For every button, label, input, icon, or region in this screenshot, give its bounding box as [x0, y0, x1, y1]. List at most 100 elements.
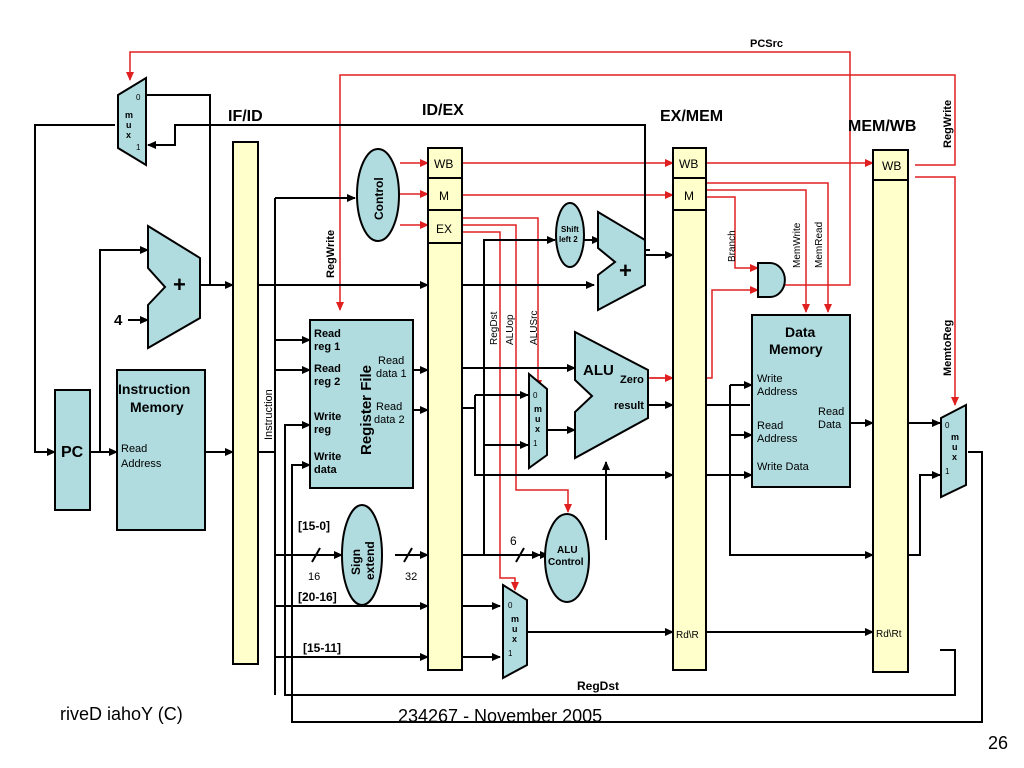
program-counter: PC — [54, 389, 91, 511]
label-idex: ID/EX — [422, 102, 464, 119]
label-regdst-vertical: RegDst — [489, 311, 500, 345]
idex-ex-field: EX — [436, 222, 452, 236]
footer-course: 234267 - November 2005 — [398, 706, 603, 726]
pc-adder: + — [147, 224, 201, 350]
svg-text:0: 0 — [945, 421, 950, 430]
alu-control: ALU Control — [544, 513, 590, 603]
svg-text:reg 2: reg 2 — [314, 376, 340, 388]
svg-text:0: 0 — [136, 93, 141, 102]
label-aluop-vertical: ALUop — [505, 314, 516, 345]
svg-text:x: x — [512, 634, 517, 644]
svg-text:Register File: Register File — [358, 365, 375, 455]
svg-text:u: u — [952, 442, 958, 452]
memwb-wb-field: WB — [882, 159, 901, 173]
control-wires — [126, 51, 959, 591]
alu: ALU Zero result — [574, 330, 649, 460]
page-number: 26 — [988, 733, 1009, 753]
svg-text:result: result — [614, 400, 644, 412]
bits-15-0: [15-0] — [298, 519, 330, 533]
label-alusrc-vertical: ALUSrc — [529, 311, 540, 345]
constant-four: 4 — [114, 312, 123, 329]
exmem-rd-field: Rd\R — [676, 630, 699, 641]
svg-text:x: x — [952, 452, 957, 462]
svg-text:Zero: Zero — [620, 374, 644, 386]
footer-copyright: riveD iahoY (C) — [60, 704, 183, 724]
svg-text:Data: Data — [818, 419, 842, 431]
branch-adder: + — [597, 210, 646, 312]
label-memread: MemRead — [814, 222, 825, 268]
regdst-mux: 0 m u x 1 — [502, 583, 528, 680]
svg-text:data 2: data 2 — [374, 414, 405, 426]
pc-mux: 0 m u x 1 — [117, 76, 147, 167]
svg-text:PC: PC — [61, 444, 84, 461]
label-branch: Branch — [727, 230, 738, 262]
svg-text:Read: Read — [757, 420, 783, 432]
label-memwb: MEM/WB — [848, 118, 916, 135]
svg-text:data: data — [314, 464, 338, 476]
svg-text:0: 0 — [508, 601, 513, 610]
svg-text:data 1: data 1 — [376, 368, 407, 380]
bits-15-11: [15-11] — [303, 641, 341, 655]
svg-text:u: u — [535, 414, 541, 424]
svg-text:left 2: left 2 — [559, 235, 578, 244]
width-32: 32 — [405, 571, 417, 583]
memtoreg-mux: 0 m u x 1 — [940, 403, 967, 499]
svg-text:1: 1 — [945, 467, 950, 476]
svg-text:Address: Address — [757, 433, 798, 445]
svg-text:Address: Address — [757, 386, 798, 398]
bits-20-16: [20-16] — [298, 590, 337, 604]
svg-text:reg 1: reg 1 — [314, 341, 340, 353]
svg-text:1: 1 — [136, 143, 141, 152]
label-instruction: Instruction — [263, 389, 275, 440]
svg-text:Memory: Memory — [769, 341, 823, 357]
svg-text:u: u — [126, 120, 132, 130]
svg-text:0: 0 — [533, 391, 538, 400]
svg-text:Read: Read — [314, 328, 341, 340]
exmem-wb-field: WB — [679, 157, 698, 171]
svg-text:1: 1 — [533, 439, 538, 448]
svg-text:m: m — [534, 404, 542, 414]
svg-text:Write: Write — [314, 411, 341, 423]
svg-text:Write: Write — [314, 451, 341, 463]
svg-text:Read: Read — [376, 401, 402, 413]
exmem-m-field: M — [684, 189, 694, 203]
svg-text:Read: Read — [818, 406, 844, 418]
control-unit: Control — [356, 148, 400, 242]
label-regdst-bottom: RegDst — [577, 679, 619, 693]
label-regwrite-vertical: RegWrite — [325, 230, 337, 278]
svg-text:Memory: Memory — [130, 399, 184, 415]
svg-text:+: + — [173, 272, 186, 297]
idex-m-field: M — [439, 189, 449, 203]
svg-text:1: 1 — [508, 649, 513, 658]
branch-and-gate — [757, 262, 786, 298]
label-memtoreg: MemtoReg — [942, 320, 954, 376]
svg-text:Read: Read — [121, 443, 147, 455]
register-file: Register File Read reg 1 Read reg 2 Writ… — [309, 319, 414, 489]
svg-text:Data: Data — [785, 324, 816, 340]
label-regwrite-top: RegWrite — [942, 100, 954, 148]
svg-text:Read: Read — [314, 363, 341, 375]
svg-text:reg: reg — [314, 424, 331, 436]
svg-text:Write: Write — [757, 373, 782, 385]
svg-text:ALU: ALU — [557, 545, 578, 556]
svg-text:Read: Read — [378, 355, 404, 367]
instruction-memory: Instruction Memory Read Address — [116, 369, 206, 531]
svg-text:Control: Control — [372, 177, 386, 220]
alusrc-mux: 0 m u x 1 — [528, 371, 548, 470]
svg-text:Write Data: Write Data — [757, 461, 810, 473]
data-memory: Data Memory Write Address Read Address W… — [751, 314, 851, 488]
label-ifid: IF/ID — [228, 108, 263, 125]
svg-text:+: + — [619, 258, 632, 283]
label-pcsrc: PCSrc — [750, 38, 783, 50]
width-16: 16 — [308, 571, 320, 583]
memwb-rd-field: Rd\Rt — [876, 629, 902, 640]
svg-text:Shift: Shift — [561, 225, 579, 234]
pipeline-register-idex: WB M EX ID/EX — [422, 102, 464, 671]
pipeline-register-exmem: WB M Rd\R EX/MEM — [660, 108, 723, 671]
svg-text:x: x — [126, 130, 131, 140]
svg-text:ALU: ALU — [583, 362, 614, 379]
shift-left-2: Shift left 2 — [555, 202, 585, 268]
label-memwrite: MemWrite — [792, 222, 803, 268]
label-exmem: EX/MEM — [660, 108, 723, 125]
width-6: 6 — [510, 534, 517, 548]
